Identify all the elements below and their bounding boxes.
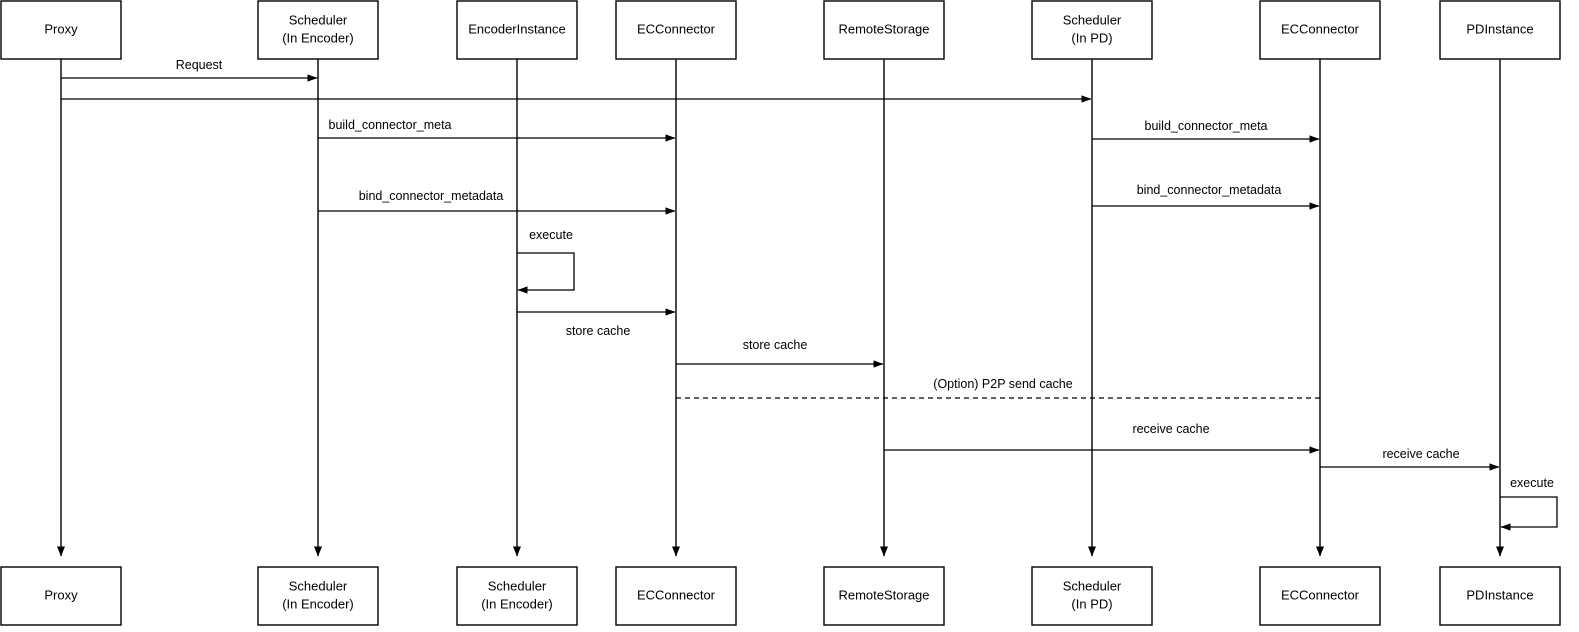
participant-label: Scheduler (488, 578, 547, 593)
participant-label: RemoteStorage (838, 21, 929, 36)
participant-label: Scheduler (289, 12, 348, 27)
message-m4: build_connector_meta (1092, 119, 1320, 143)
participant-label: Scheduler (1063, 12, 1122, 27)
participant-box-bottom-sched-pd[interactable]: Scheduler (In PD) (1031, 566, 1153, 626)
participant-box-top-sched-pd[interactable]: Scheduler (In PD) (1031, 0, 1153, 60)
participant-box-bottom-proxy[interactable]: Proxy (0, 566, 122, 626)
participant-label: ECConnector (1281, 587, 1360, 602)
message-label: bind_connector_metadata (359, 189, 504, 203)
message-m7: store cache (517, 308, 676, 338)
participant-box-top-remote-store[interactable]: RemoteStorage (823, 0, 945, 60)
participant-box-bottom-remote-store[interactable]: RemoteStorage (823, 566, 945, 626)
participant-head-boxes-layer: Proxy Scheduler (In Encoder) EncoderInstanc… (0, 0, 1561, 60)
self-message-s2: execute (1500, 476, 1558, 531)
participant-box-bottom-ec-conn-r[interactable]: ECConnector (1259, 566, 1381, 626)
participant-label: ECConnector (1281, 21, 1360, 36)
message-m1: Request (61, 58, 318, 82)
message-label: receive cache (1382, 447, 1459, 461)
self-message-s1: execute (517, 228, 575, 294)
message-m10: receive cache (884, 422, 1320, 454)
participant-sublabel: (In PD) (1071, 596, 1112, 611)
participant-box-top-encoder-inst[interactable]: EncoderInstance (456, 0, 578, 60)
participant-label: Scheduler (1063, 578, 1122, 593)
message-m6: bind_connector_metadata (1092, 183, 1320, 210)
participant-label: ECConnector (637, 21, 716, 36)
participant-box-top-proxy[interactable]: Proxy (0, 0, 122, 60)
participant-box-top-pd-inst[interactable]: PDInstance (1439, 0, 1561, 60)
participant-label: EncoderInstance (468, 21, 566, 36)
message-label: bind_connector_metadata (1137, 183, 1282, 197)
self-messages-layer: execute execute (517, 228, 1558, 531)
participant-label: PDInstance (1466, 21, 1533, 36)
participant-box-top-ec-conn-l[interactable]: ECConnector (615, 0, 737, 60)
message-label: Request (176, 58, 223, 72)
self-message-path (517, 252, 575, 294)
self-message-path (1500, 496, 1558, 531)
lifelines-layer (57, 59, 1504, 557)
participant-box-bottom-sched-enc[interactable]: Scheduler (In Encoder) (257, 566, 379, 626)
message-m11: receive cache (1320, 447, 1500, 471)
message-m5: bind_connector_metadata (318, 189, 676, 215)
self-message-label: execute (529, 228, 573, 242)
participant-label: RemoteStorage (838, 587, 929, 602)
message-label: build_connector_meta (329, 118, 452, 132)
participant-sublabel: (In Encoder) (282, 30, 354, 45)
message-m9: (Option) P2P send cache (676, 377, 1320, 399)
participant-box-top-sched-enc[interactable]: Scheduler (In Encoder) (257, 0, 379, 60)
message-m8: store cache (676, 338, 884, 368)
participant-label: Proxy (44, 21, 78, 36)
participant-label: Scheduler (289, 578, 348, 593)
message-label: store cache (566, 324, 631, 338)
participant-box-bottom-pd-inst[interactable]: PDInstance (1439, 566, 1561, 626)
participant-sublabel: (In PD) (1071, 30, 1112, 45)
messages-layer: Request build_connector_meta build_connect… (61, 58, 1500, 471)
participant-box-bottom-encoder-inst[interactable]: Scheduler (In Encoder) (456, 566, 578, 626)
participant-box-top-ec-conn-r[interactable]: ECConnector (1259, 0, 1381, 60)
message-label: receive cache (1132, 422, 1209, 436)
participant-label: PDInstance (1466, 587, 1533, 602)
participant-foot-boxes-layer: Proxy Scheduler (In Encoder) Scheduler (In E… (0, 566, 1561, 626)
message-label: build_connector_meta (1145, 119, 1268, 133)
participant-label: ECConnector (637, 587, 716, 602)
participant-sublabel: (In Encoder) (481, 596, 553, 611)
message-label: (Option) P2P send cache (933, 377, 1072, 391)
message-m3: build_connector_meta (318, 118, 676, 142)
participant-label: Proxy (44, 587, 78, 602)
message-label: store cache (743, 338, 808, 352)
self-message-label: execute (1510, 476, 1554, 490)
participant-sublabel: (In Encoder) (282, 596, 354, 611)
participant-box-bottom-ec-conn-l[interactable]: ECConnector (615, 566, 737, 626)
